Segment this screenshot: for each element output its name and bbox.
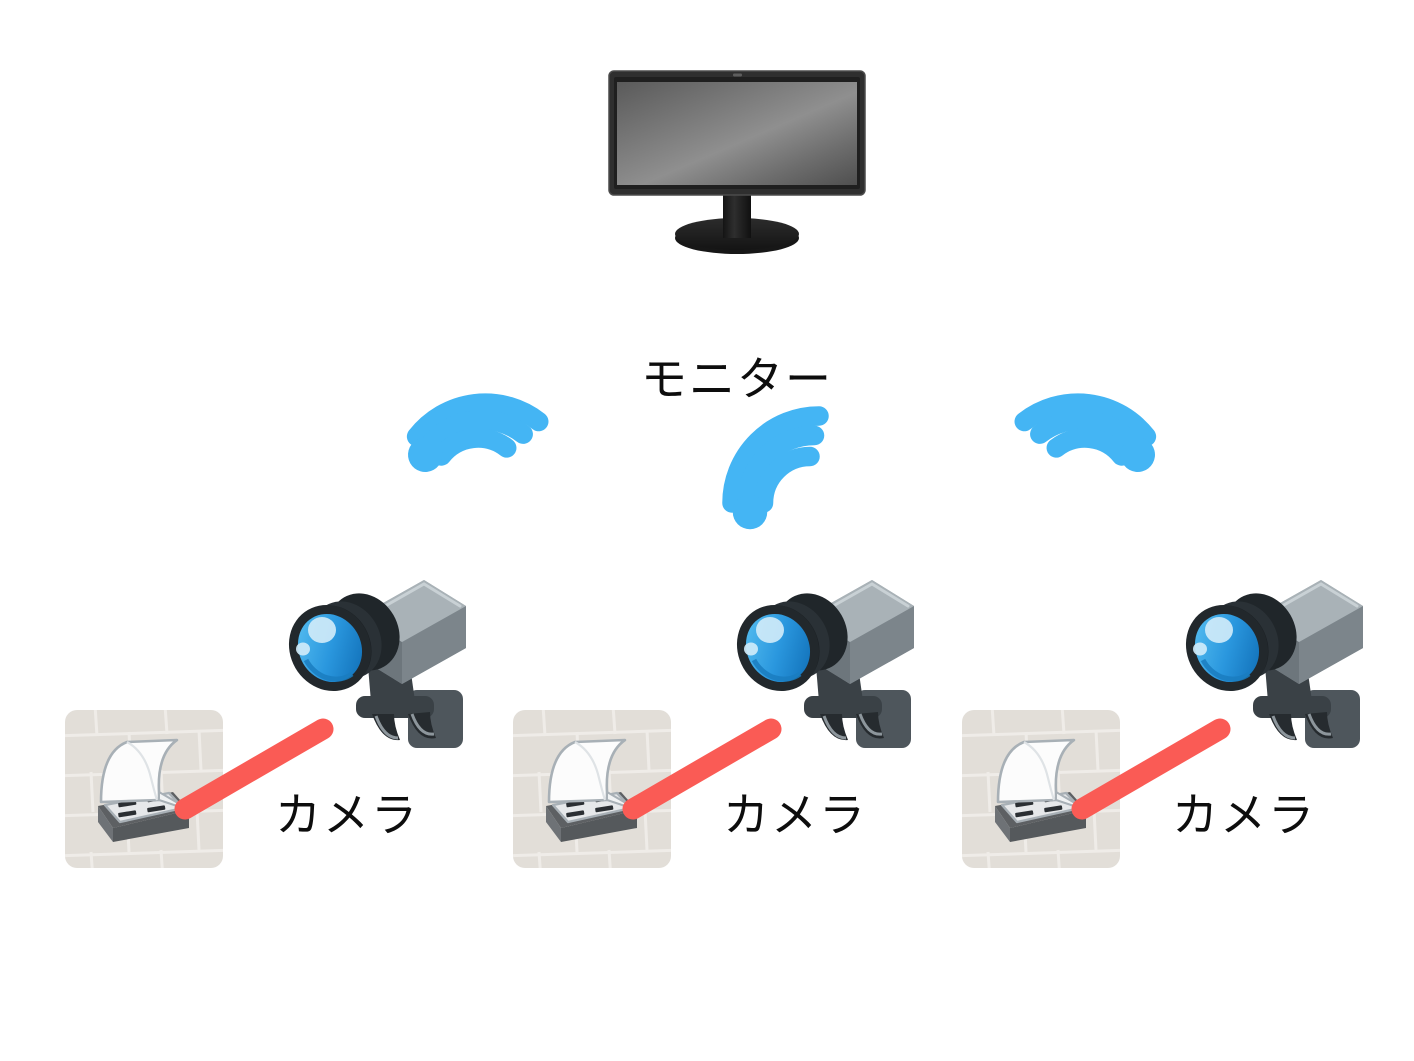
security-camera-icon bbox=[260, 562, 475, 772]
security-camera-icon bbox=[1157, 562, 1372, 772]
camera-label: カメラ bbox=[1172, 789, 1316, 841]
monitor-node: モニター bbox=[607, 70, 867, 402]
wifi-icon bbox=[722, 406, 829, 530]
wifi-signal-center bbox=[714, 398, 864, 548]
monitor-icon bbox=[608, 70, 866, 254]
wifi-icon bbox=[406, 393, 549, 472]
outdoor-power-outlet-icon bbox=[513, 710, 671, 868]
wifi-signal-left bbox=[375, 343, 586, 554]
monitor-label: モニター bbox=[641, 353, 833, 405]
security-camera-icon bbox=[708, 562, 923, 772]
camera-node-2: カメラ bbox=[513, 562, 933, 892]
power-cable-icon bbox=[621, 717, 782, 820]
outdoor-power-outlet-icon bbox=[962, 710, 1120, 868]
camera-label: カメラ bbox=[275, 789, 419, 841]
power-cable-icon bbox=[173, 717, 334, 820]
camera-node-3: カメラ bbox=[962, 562, 1382, 892]
camera-label: カメラ bbox=[723, 789, 867, 841]
wifi-icon bbox=[1014, 393, 1157, 472]
monitor-logo-mark bbox=[733, 73, 742, 77]
wifi-signal-right bbox=[978, 343, 1189, 554]
power-cable-icon bbox=[1070, 717, 1231, 820]
outdoor-power-outlet-icon bbox=[65, 710, 223, 868]
camera-node-1: カメラ bbox=[65, 562, 485, 892]
